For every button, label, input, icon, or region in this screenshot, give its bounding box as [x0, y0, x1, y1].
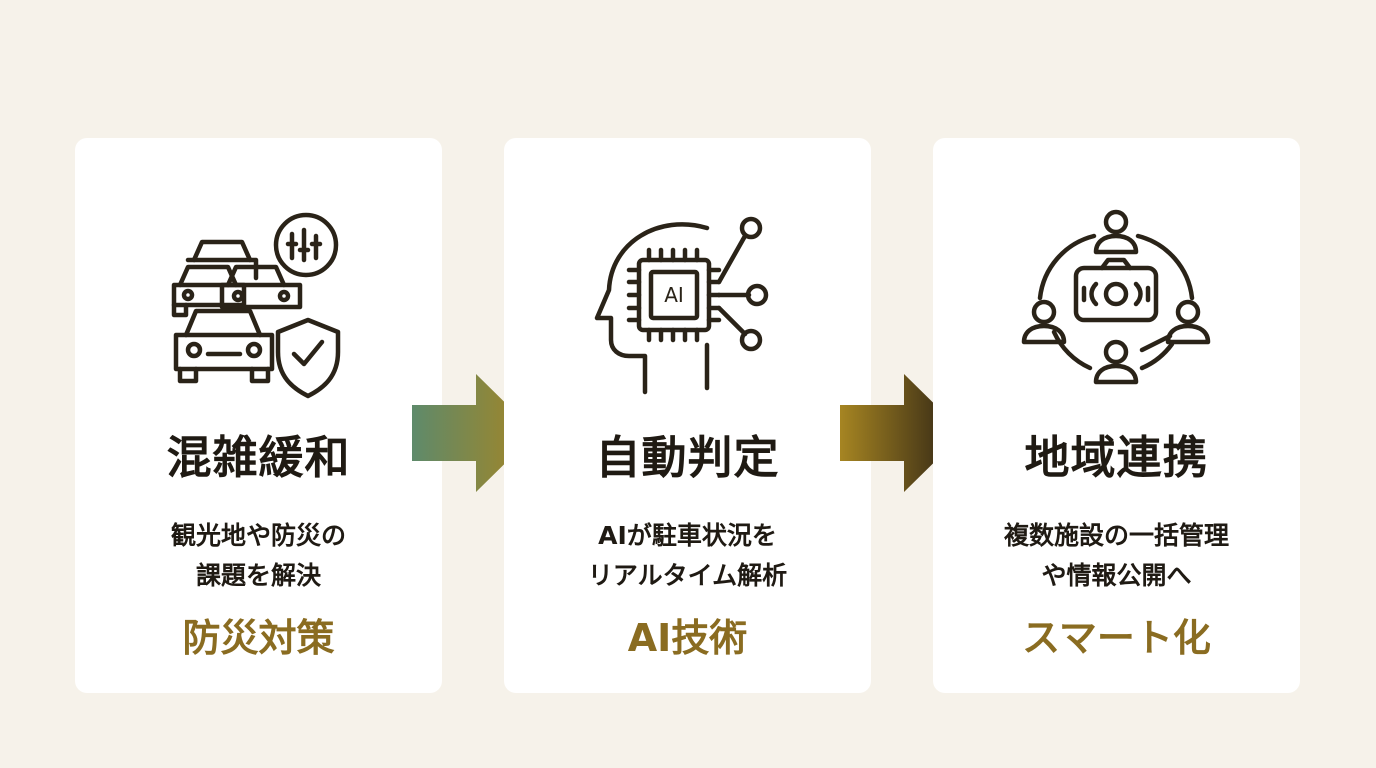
- card-regional-cooperation: 地域連携 複数施設の一括管理 や情報公開へ スマート化: [933, 138, 1300, 693]
- card-congestion-relief: 混雑緩和 観光地や防災の 課題を解決 防災対策: [75, 138, 442, 693]
- desc-line: 複数施設の一括管理: [1003, 521, 1229, 550]
- card-tag: スマート化: [1022, 616, 1211, 660]
- desc-line: リアルタイム解析: [587, 561, 788, 590]
- card-title: 混雑緩和: [166, 431, 351, 484]
- card-description: AIが駐車状況を リアルタイム解析: [504, 516, 871, 596]
- network-people-icon: [1016, 200, 1216, 400]
- chip-label: AI: [664, 283, 684, 307]
- card-auto-judgement: AI 自動判定 AIが駐車状況を リアルタイム解析 AI技術: [504, 138, 871, 693]
- card-title: 地域連携: [1024, 431, 1209, 484]
- card-description: 複数施設の一括管理 や情報公開へ: [933, 516, 1300, 596]
- card-tag: 防災対策: [182, 616, 335, 660]
- card-tag: AI技術: [627, 616, 748, 660]
- card-title: 自動判定: [595, 431, 780, 484]
- ai-head-icon: AI: [587, 200, 787, 400]
- desc-line: 観光地や防災の: [170, 521, 346, 550]
- desc-line: AIが駐車状況を: [598, 521, 777, 550]
- desc-line: や情報公開へ: [1041, 561, 1192, 590]
- card-description: 観光地や防災の 課題を解決: [75, 516, 442, 596]
- traffic-safety-icon: [158, 200, 358, 400]
- desc-line: 課題を解決: [195, 561, 321, 590]
